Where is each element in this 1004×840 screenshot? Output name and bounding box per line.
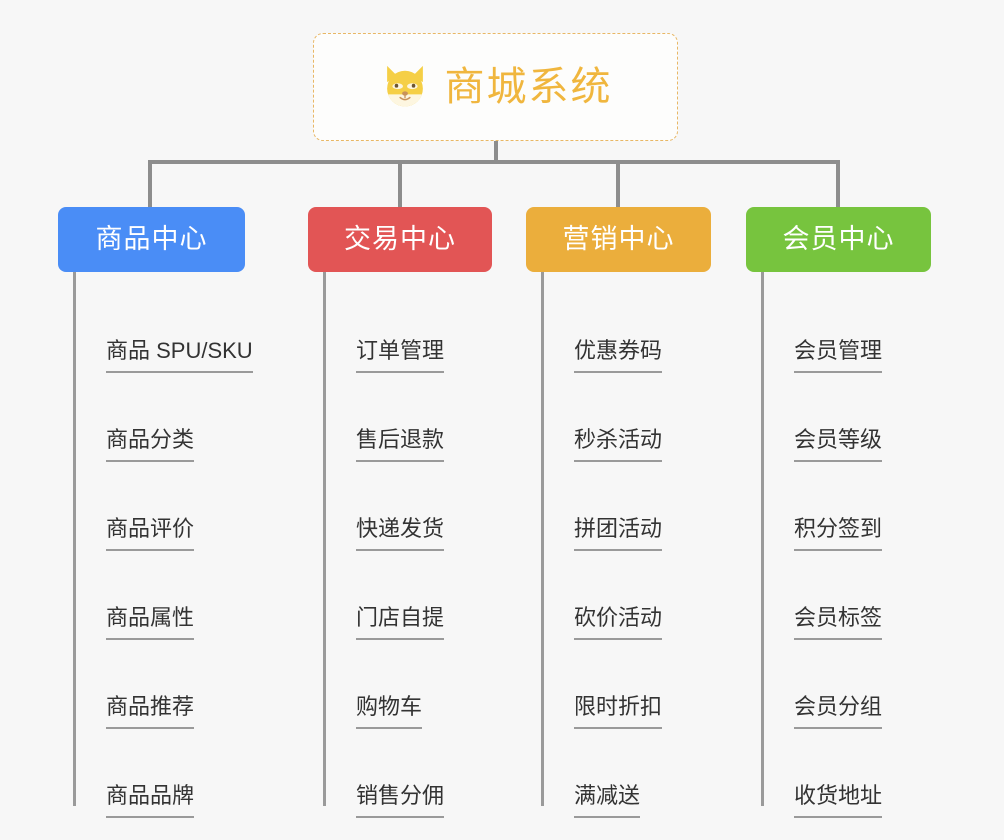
category-header-marketing[interactable]: 营销中心 xyxy=(526,207,711,272)
shiba-dog-face-icon xyxy=(379,61,431,113)
leaf-item-label: 购物车 xyxy=(356,696,423,729)
leaf-item-label: 优惠券码 xyxy=(574,340,663,373)
leaf-item[interactable]: 商品属性 xyxy=(75,551,278,640)
connector-drop-trade xyxy=(398,162,402,209)
leaf-item[interactable]: 会员标签 xyxy=(763,551,946,640)
root-node-shop-system[interactable]: 商城系统 xyxy=(313,33,678,141)
leaf-item[interactable]: 快递发货 xyxy=(325,462,508,551)
category-label: 交易中心 xyxy=(344,224,456,254)
leaf-item[interactable]: 优惠券码 xyxy=(543,284,726,373)
leaf-item[interactable]: 销售分佣 xyxy=(325,729,508,818)
connector-horizontal-bus xyxy=(148,160,840,164)
leaf-item-label: 销售分佣 xyxy=(356,785,445,818)
leaf-item[interactable]: 门店自提 xyxy=(325,551,508,640)
leaf-item-label: 收货地址 xyxy=(794,785,883,818)
leaf-list-marketing: 优惠券码 秒杀活动 拼团活动 砍价活动 限时折扣 满减送 xyxy=(526,272,726,818)
category-label: 营销中心 xyxy=(562,224,675,254)
leaf-item[interactable]: 商品评价 xyxy=(75,462,278,551)
leaf-item[interactable]: 砍价活动 xyxy=(543,551,726,640)
connector-drop-member xyxy=(836,162,840,209)
leaf-item-label: 商品推荐 xyxy=(106,696,195,729)
category-label: 商品中心 xyxy=(95,224,208,254)
branch-column-marketing: 营销中心 优惠券码 秒杀活动 拼团活动 砍价活动 限时折扣 满减送 xyxy=(526,207,726,818)
leaf-item-label: 满减送 xyxy=(574,785,641,818)
branch-column-trade: 交易中心 订单管理 售后退款 快递发货 门店自提 购物车 销售分佣 xyxy=(308,207,508,818)
category-header-trade[interactable]: 交易中心 xyxy=(308,207,492,272)
leaf-item-label: 拼团活动 xyxy=(574,518,663,551)
root-node-label: 商城系统 xyxy=(444,65,613,109)
leaf-item[interactable]: 积分签到 xyxy=(763,462,946,551)
leaf-item[interactable]: 商品分类 xyxy=(75,373,278,462)
leaf-list-member: 会员管理 会员等级 积分签到 会员标签 会员分组 收货地址 xyxy=(746,272,946,818)
leaf-item-label: 砍价活动 xyxy=(574,607,663,640)
leaf-item[interactable]: 秒杀活动 xyxy=(543,373,726,462)
leaf-item[interactable]: 拼团活动 xyxy=(543,462,726,551)
leaf-item-label: 订单管理 xyxy=(356,340,445,373)
leaf-item[interactable]: 售后退款 xyxy=(325,373,508,462)
leaf-item-label: 商品 SPU/SKU xyxy=(106,340,253,373)
leaf-item-label: 会员标签 xyxy=(794,607,883,640)
leaf-item[interactable]: 限时折扣 xyxy=(543,640,726,729)
connector-drop-marketing xyxy=(616,162,620,209)
leaf-item[interactable]: 购物车 xyxy=(325,640,508,729)
connector-drop-product xyxy=(148,162,152,209)
leaf-item[interactable]: 商品品牌 xyxy=(75,729,278,818)
leaf-item[interactable]: 商品 SPU/SKU xyxy=(75,284,278,373)
leaf-item-label: 会员分组 xyxy=(794,696,883,729)
leaf-item-label: 会员等级 xyxy=(794,429,883,462)
leaf-item-label: 商品品牌 xyxy=(106,785,195,818)
connector-root-stem xyxy=(494,141,498,164)
category-label: 会员中心 xyxy=(782,224,895,254)
leaf-item-label: 积分签到 xyxy=(794,518,883,551)
leaf-list-trade: 订单管理 售后退款 快递发货 门店自提 购物车 销售分佣 xyxy=(308,272,508,818)
leaf-item-label: 门店自提 xyxy=(356,607,445,640)
branch-column-member: 会员中心 会员管理 会员等级 积分签到 会员标签 会员分组 收货地址 xyxy=(746,207,946,818)
leaf-item-label: 快递发货 xyxy=(356,518,445,551)
leaf-item[interactable]: 订单管理 xyxy=(325,284,508,373)
leaf-item[interactable]: 会员分组 xyxy=(763,640,946,729)
category-header-member[interactable]: 会员中心 xyxy=(746,207,931,272)
category-header-product[interactable]: 商品中心 xyxy=(58,207,245,272)
leaf-item-label: 售后退款 xyxy=(356,429,445,462)
leaf-item-label: 商品评价 xyxy=(106,518,195,551)
leaf-item[interactable]: 收货地址 xyxy=(763,729,946,818)
leaf-item-label: 会员管理 xyxy=(794,340,883,373)
leaf-item-label: 商品属性 xyxy=(106,607,195,640)
leaf-item-label: 限时折扣 xyxy=(574,696,663,729)
leaf-item-label: 秒杀活动 xyxy=(574,429,663,462)
leaf-item[interactable]: 商品推荐 xyxy=(75,640,278,729)
leaf-list-product: 商品 SPU/SKU 商品分类 商品评价 商品属性 商品推荐 商品品牌 xyxy=(58,272,278,818)
leaf-item-label: 商品分类 xyxy=(106,429,195,462)
leaf-item[interactable]: 会员管理 xyxy=(763,284,946,373)
branch-column-product: 商品中心 商品 SPU/SKU 商品分类 商品评价 商品属性 商品推荐 商品品牌 xyxy=(58,207,278,818)
leaf-item[interactable]: 会员等级 xyxy=(763,373,946,462)
leaf-item[interactable]: 满减送 xyxy=(543,729,726,818)
